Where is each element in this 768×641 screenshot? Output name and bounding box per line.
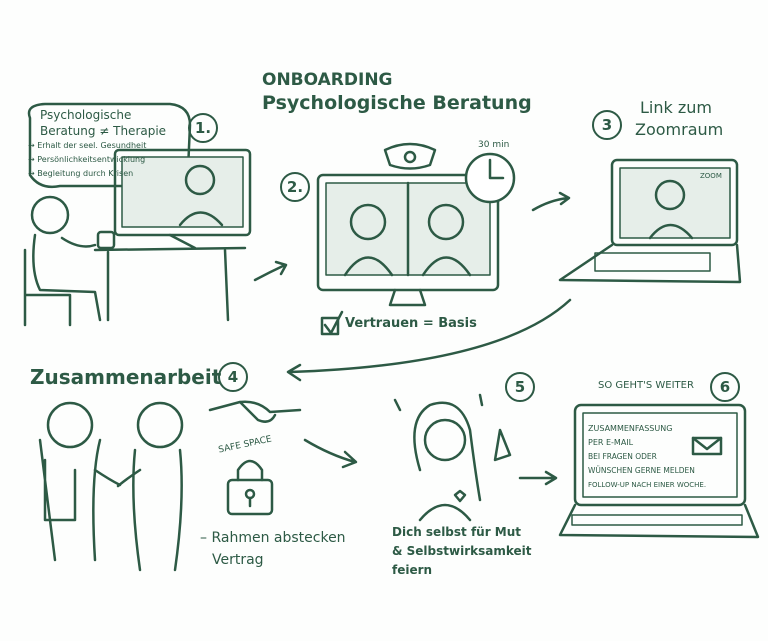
video-call-monitor-icon: [316, 142, 500, 307]
bullet-3: → Begleitung durch Krisen: [28, 169, 134, 178]
page-title: Psychologische Beratung: [262, 92, 532, 114]
clock-label: 30 min: [478, 140, 510, 150]
bullet-2: → Persönlichkeitsentwicklung: [28, 155, 146, 164]
title-onboarding: ONBOARDING: [262, 70, 393, 90]
zoom-screen-label: ZOOM: [700, 172, 722, 180]
laptop-icon: [558, 158, 742, 284]
arrow-icon: [518, 470, 558, 486]
step-number-1: 1.: [188, 113, 218, 143]
step-number-2: 2.: [280, 172, 310, 202]
contract-caption: Vertrag: [212, 552, 264, 568]
step-number-6: 6: [710, 372, 740, 402]
bubble-title-1: Psychologische: [40, 108, 132, 122]
summary-line-2: per E-Mail: [588, 438, 634, 447]
arrow-icon: [303, 438, 358, 469]
bubble-title-2: Beratung ≠ Therapie: [40, 124, 167, 138]
summary-line-3: bei Fragen oder: [588, 452, 657, 461]
arrow-icon: [286, 298, 572, 382]
arrow-icon: [531, 191, 571, 212]
arrow-icon: [253, 260, 288, 282]
zoom-link-label-1: Link zum: [640, 98, 712, 117]
step-number-4: 4: [218, 362, 248, 392]
framework-caption: – Rahmen abstecken: [200, 530, 346, 546]
trust-caption: Vertrauen = Basis: [345, 316, 477, 331]
clock-icon: [464, 152, 516, 204]
checkbox-icon: [320, 316, 340, 336]
desk-icon: [93, 230, 247, 322]
person-sitting-icon: [23, 195, 102, 327]
step-number-5: 5: [505, 372, 535, 402]
checkmark-icon: [323, 310, 344, 335]
collaboration-heading: Zusammenarbeit: [30, 365, 222, 389]
party-popper-icon: [493, 428, 512, 462]
handshake-icon: [208, 400, 302, 423]
bullet-1: → Erhalt der seel. Gesundheit: [28, 141, 147, 150]
summary-line-1: Zusammenfassung: [588, 424, 673, 433]
summary-laptop-icon: [558, 403, 760, 539]
celebrate-caption-1: Dich selbst für Mut: [392, 525, 522, 539]
summary-line-4: Wünschen gerne melden: [588, 466, 695, 475]
step-number-3: 3: [592, 110, 622, 140]
celebrating-woman-icon: [393, 393, 512, 522]
celebrate-caption-2: & Selbstwirksamkeit: [392, 544, 532, 558]
next-steps-heading: So geht's weiter: [598, 380, 694, 391]
email-icon: [691, 436, 723, 456]
monitor-icon: [113, 148, 252, 250]
padlock-icon: [226, 459, 274, 516]
handshake-people-icon: [38, 401, 184, 572]
celebrate-caption-3: feiern: [392, 563, 433, 577]
zoom-link-label-2: Zoomraum: [635, 120, 724, 139]
summary-line-5: Follow-up nach einer Woche.: [588, 481, 707, 489]
